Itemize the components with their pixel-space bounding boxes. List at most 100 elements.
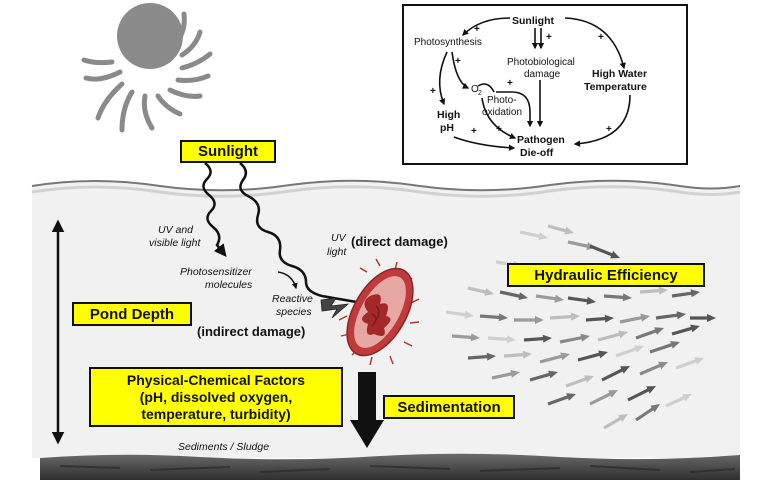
direct-damage-label: (direct damage) <box>351 234 448 249</box>
phys-chem-line-3: temperature, turbidity) <box>141 405 291 422</box>
hydraulic-arrows <box>445 224 716 430</box>
flow-arrow <box>529 370 558 382</box>
physical-chemical-factors-label: Physical-Chemical Factors (pH, dissolved… <box>89 367 343 427</box>
sediment-texture <box>59 465 736 473</box>
water-surface <box>31 179 741 192</box>
photosensitizer-arrow <box>277 271 298 290</box>
flow-arrow <box>690 314 716 322</box>
flow-arrow <box>649 341 680 354</box>
flow-arrow <box>535 294 564 303</box>
flow-arrow <box>675 357 704 370</box>
flow-arrow <box>671 324 700 336</box>
inset-pathogen: Pathogen <box>517 134 565 146</box>
flow-arrow <box>615 345 644 358</box>
flow-arrow <box>639 286 668 295</box>
plus-1: + <box>474 24 480 35</box>
phys-chem-title: Physical-Chemical Factors <box>126 371 306 388</box>
sedimentation-label: Sedimentation <box>383 395 515 419</box>
flow-arrow <box>514 316 544 324</box>
inset-high-water: High Water <box>592 68 647 80</box>
flow-arrow <box>635 327 664 340</box>
inset-photo-ox-2: oxidation <box>482 107 522 118</box>
flow-arrow <box>467 286 494 296</box>
flow-arrow <box>487 335 516 344</box>
inset-photosynthesis: Photosynthesis <box>414 37 482 48</box>
flow-arrow <box>603 293 632 302</box>
uv-visible-label-2: visible light <box>149 237 201 249</box>
flow-arrow <box>539 352 570 364</box>
flow-arrow <box>547 393 576 406</box>
lightning-icon <box>320 297 350 319</box>
inset-plus-signs: + + + + + + + + + <box>430 24 612 137</box>
flow-arrow <box>597 330 628 342</box>
flow-arrow <box>547 224 574 235</box>
flow-arrow <box>499 290 528 300</box>
inset-high-water-2: Temperature <box>584 81 647 93</box>
flow-arrow <box>445 310 474 319</box>
sun-icon <box>81 3 213 133</box>
inset-photobiological-2: damage <box>524 69 561 80</box>
flow-arrow <box>503 350 532 359</box>
flow-arrow <box>559 333 590 344</box>
flow-arrow <box>655 311 686 320</box>
inset-o2: O <box>471 84 479 95</box>
flow-arrow <box>601 366 630 382</box>
reactive-species-label-2: species <box>276 306 312 318</box>
sediments-label: Sediments / Sludge <box>178 441 269 453</box>
phys-chem-line-2: (pH, dissolved oxygen, <box>139 388 293 405</box>
hydraulic-efficiency-label: Hydraulic Efficiency <box>507 263 705 287</box>
plus-2: + <box>546 32 552 43</box>
flow-arrow <box>467 352 496 361</box>
inset-sunlight: Sunlight <box>512 15 554 27</box>
flow-arrow <box>451 333 480 342</box>
flow-arrow <box>627 386 656 402</box>
plus-9: + <box>606 124 612 135</box>
flow-arrow <box>671 289 700 298</box>
inset-high-ph: High <box>437 109 460 121</box>
uv-label-2: light <box>327 246 347 258</box>
bacterium-icon <box>338 258 420 366</box>
inset-o2-sub: 2 <box>478 90 482 97</box>
flow-arrow <box>639 361 668 376</box>
uv-ray <box>239 162 371 309</box>
flow-arrow <box>665 394 692 408</box>
flow-arrow <box>523 334 552 343</box>
flow-arrow <box>577 350 608 362</box>
inset-high-ph-2: pH <box>440 122 454 134</box>
plus-7: + <box>496 124 502 135</box>
flow-arrow <box>635 404 660 422</box>
inset-pathogen-2: Die-off <box>520 147 554 159</box>
inset-diagram: Sunlight Photosynthesis Photobiological … <box>402 4 688 165</box>
water-surface-shadow <box>31 185 741 198</box>
flow-arrow <box>565 375 594 388</box>
sunlight-label: Sunlight <box>180 140 276 163</box>
plus-5: + <box>430 86 436 97</box>
flow-arrow <box>479 313 508 322</box>
sedimentation-arrow <box>350 372 384 448</box>
flow-arrow <box>567 240 596 250</box>
flow-arrow <box>491 370 520 380</box>
plus-4: + <box>455 56 461 67</box>
uv-label: UV <box>331 232 347 244</box>
pond-depth-label: Pond Depth <box>72 302 192 326</box>
flow-arrow <box>549 312 580 321</box>
flow-arrow <box>519 230 548 240</box>
inset-photobiological: Photobiological <box>507 57 575 68</box>
flow-arrow <box>589 390 618 406</box>
flow-arrow <box>603 414 628 430</box>
indirect-damage-label: (indirect damage) <box>197 324 305 339</box>
plus-3: + <box>598 32 604 43</box>
reactive-species-label: Reactive <box>272 293 313 305</box>
plus-8: + <box>471 126 477 137</box>
photosensitizer-label: Photosensitizer <box>180 266 252 278</box>
uv-visible-label: UV and <box>158 224 194 236</box>
photosensitizer-label-2: molecules <box>205 279 253 291</box>
flow-arrow <box>585 314 614 323</box>
plus-6: + <box>507 78 513 89</box>
flow-arrow <box>567 296 596 305</box>
flow-arrow <box>619 313 650 324</box>
uv-visible-ray <box>202 162 227 257</box>
flow-arrow <box>589 244 620 259</box>
inset-photo-ox: Photo- <box>487 95 516 106</box>
